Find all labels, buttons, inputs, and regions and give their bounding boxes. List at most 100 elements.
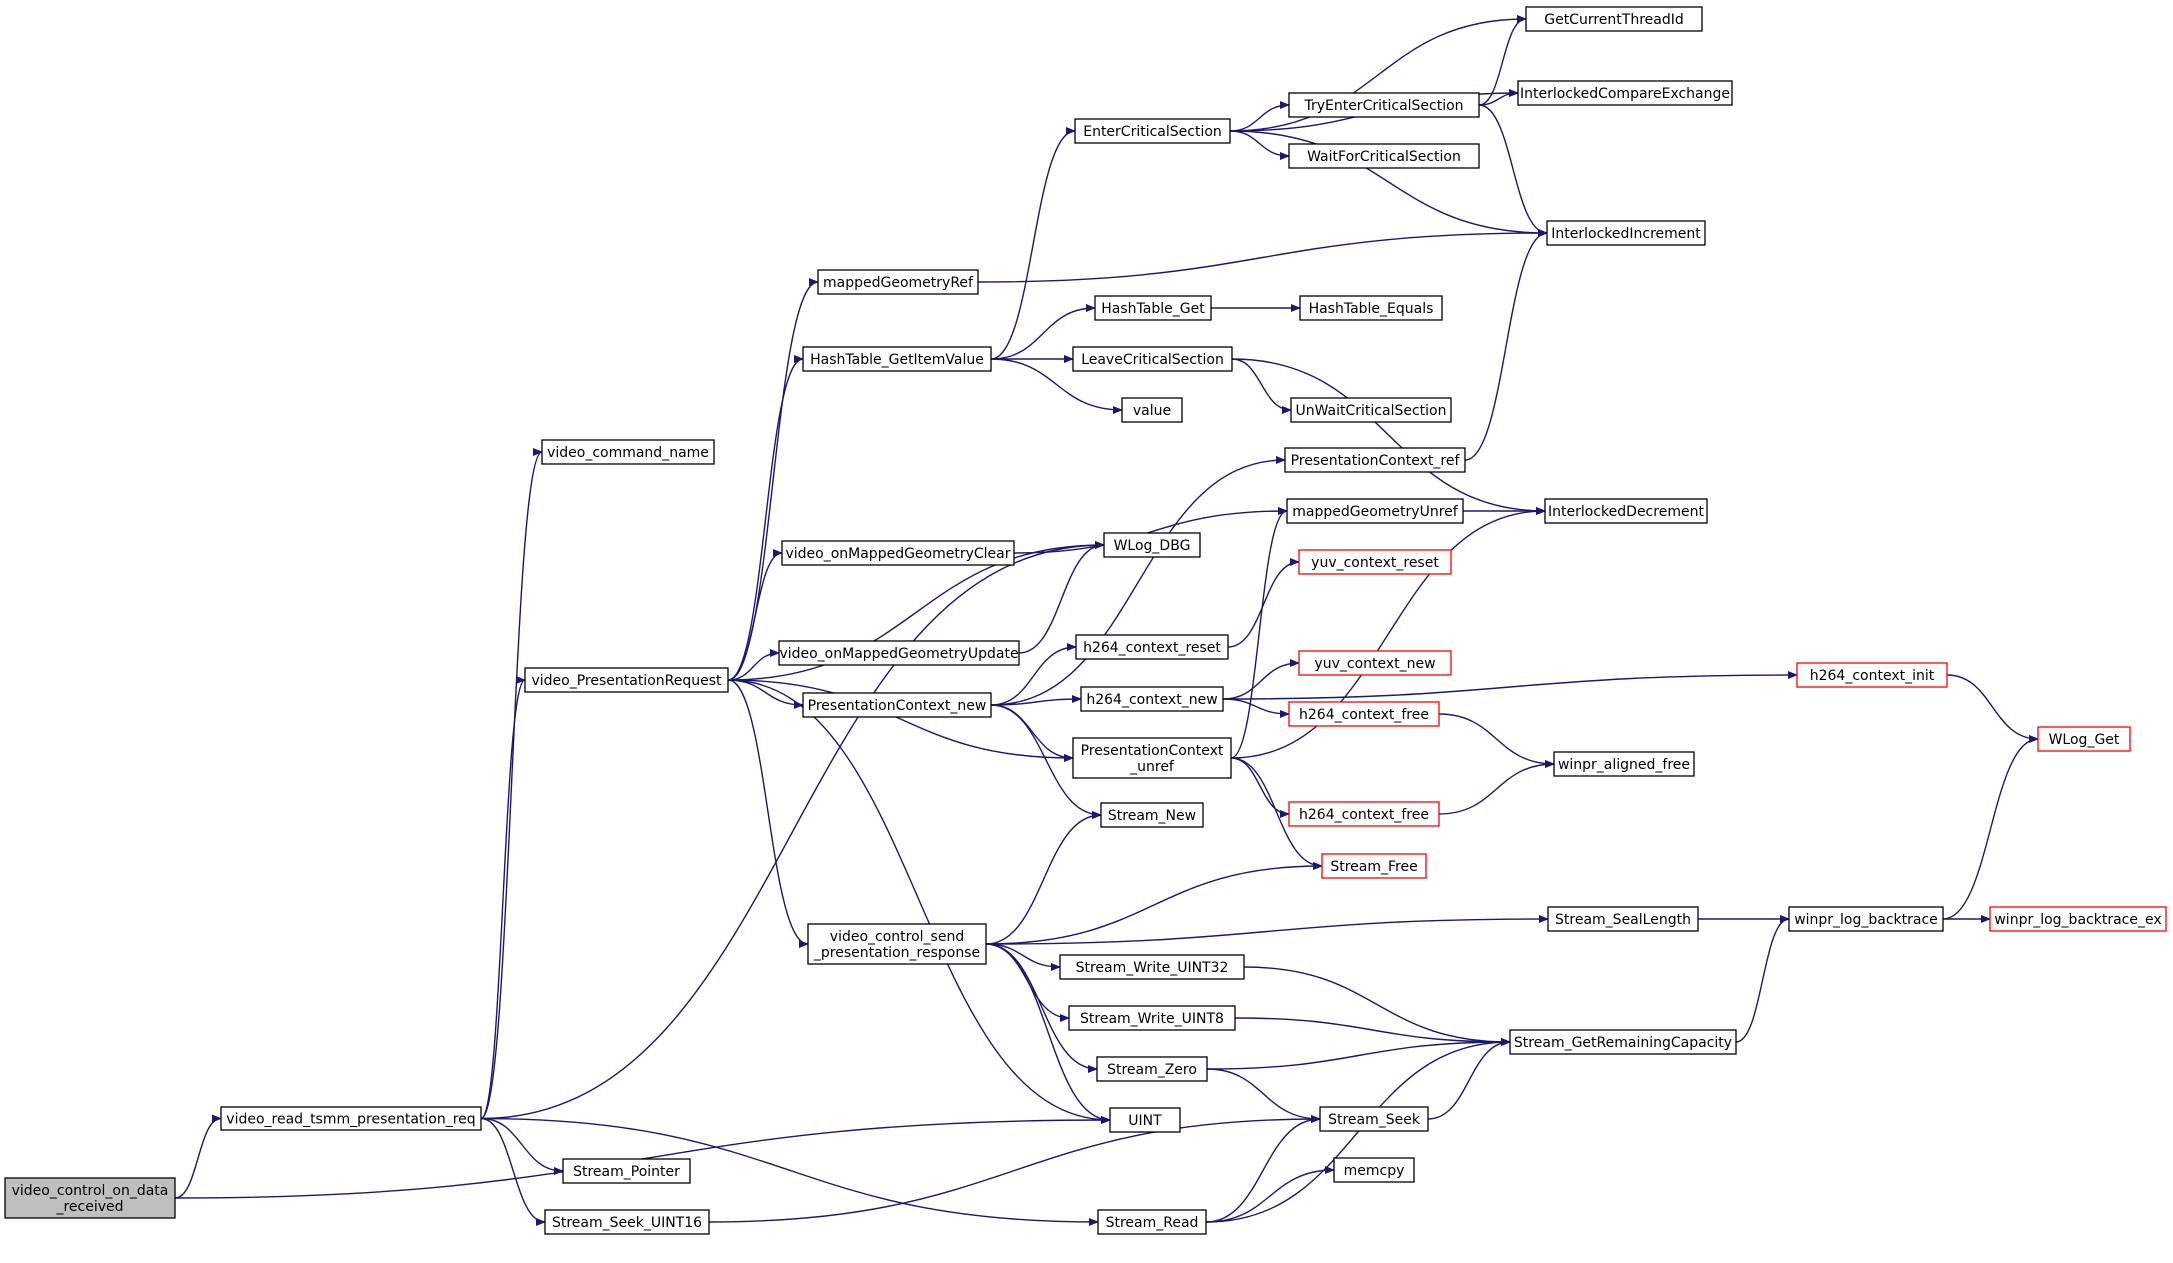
- edge-path: [1438, 760, 1555, 815]
- node-mappedgeometryunref[interactable]: mappedGeometryUnref: [1286, 498, 1464, 524]
- node-tryentercriticalsection[interactable]: TryEnterCriticalSection: [1288, 92, 1480, 118]
- node-memcpy[interactable]: memcpy: [1333, 1157, 1415, 1183]
- edge-path: [1231, 358, 1292, 414]
- node-stream-pointer[interactable]: Stream_Pointer: [562, 1158, 691, 1184]
- node-label: winpr_log_backtrace: [1794, 912, 1938, 928]
- node-stream-free[interactable]: Stream_Free: [1321, 853, 1427, 879]
- node-label: video_PresentationRequest: [531, 673, 722, 689]
- node-stream-seek[interactable]: Stream_Seek: [1319, 1106, 1429, 1132]
- node-label: InterlockedIncrement: [1551, 226, 1701, 242]
- node-stream-read[interactable]: Stream_Read: [1097, 1209, 1207, 1235]
- node-label: video_onMappedGeometryClear: [785, 546, 1010, 562]
- edge-path: [1205, 1115, 1321, 1223]
- node-video-onmappedgeometryupdate[interactable]: video_onMappedGeometryUpdate: [778, 640, 1020, 666]
- node-box: [1547, 906, 1699, 932]
- node-stream-seallength[interactable]: Stream_SealLength: [1547, 906, 1699, 932]
- edge-h264-context-init-to-wlog-get: [1946, 674, 2039, 743]
- node-leavecriticalsection[interactable]: LeaveCriticalSection: [1072, 346, 1233, 372]
- node-label: Stream_Seek_UINT16: [552, 1215, 702, 1231]
- node-h264-context-free-b[interactable]: h264_context_free: [1288, 801, 1440, 827]
- node-stream-getremainingcapacity[interactable]: Stream_GetRemainingCapacity: [1509, 1029, 1737, 1055]
- node-wlog-dbg[interactable]: WLog_DBG: [1103, 532, 1201, 558]
- node-hashtable-get[interactable]: HashTable_Get: [1094, 295, 1212, 321]
- node-h264-context-free-a[interactable]: h264_context_free: [1288, 701, 1440, 727]
- node-winpr-log-backtrace-ex[interactable]: winpr_log_backtrace_ex: [1989, 906, 2167, 932]
- edge-hashtable-getitemvalue-to-entercriticalsection: [990, 127, 1076, 360]
- edge-stream-read-to-memcpy: [1205, 1166, 1335, 1223]
- node-getcurrentthreadid[interactable]: GetCurrentThreadId: [1525, 6, 1703, 32]
- node-box: [1059, 954, 1245, 980]
- node-yuv-context-new[interactable]: yuv_context_new: [1298, 650, 1452, 676]
- node-box: [802, 346, 992, 372]
- edge-path: [990, 304, 1096, 360]
- node-box: [562, 1158, 691, 1184]
- node-winpr-aligned-free[interactable]: winpr_aligned_free: [1553, 751, 1695, 777]
- node-box: [1097, 1209, 1207, 1235]
- node-box: [1121, 397, 1183, 423]
- edge-presentationcontext-unref-to-stream-free: [1230, 757, 1323, 870]
- node-stream-write-uint32[interactable]: Stream_Write_UINT32: [1059, 954, 1245, 980]
- node-label: PresentationContext: [1081, 743, 1224, 759]
- edge-tryentercriticalsection-to-interlockedincrement: [1478, 104, 1548, 237]
- node-yuv-context-reset[interactable]: yuv_context_reset: [1298, 549, 1452, 575]
- node-label: Stream_Write_UINT8: [1080, 1011, 1224, 1027]
- node-presentationcontext-new[interactable]: PresentationContext_new: [802, 692, 992, 718]
- edge-video-control-send-presentation-response-to-stream-write-uint32: [985, 943, 1061, 971]
- node-stream-zero[interactable]: Stream_Zero: [1096, 1056, 1208, 1082]
- node-label: h264_context_free: [1299, 807, 1429, 823]
- node-wlog-get[interactable]: WLog_Get: [2037, 726, 2131, 752]
- node-label: _presentation_response: [813, 945, 980, 961]
- node-label: video_read_tsmm_presentation_req: [226, 1112, 475, 1128]
- node-h264-context-new[interactable]: h264_context_new: [1080, 686, 1224, 712]
- node-box: [802, 692, 992, 718]
- node-stream-new[interactable]: Stream_New: [1100, 802, 1204, 828]
- edge-path: [985, 943, 1061, 971]
- node-presentationcontext-ref[interactable]: PresentationContext_ref: [1284, 447, 1466, 473]
- node-uint[interactable]: UINT: [1109, 1107, 1181, 1133]
- node-box: [1288, 801, 1440, 827]
- node-video-control-on-data-received[interactable]: video_control_on_data_received: [4, 1177, 176, 1219]
- node-video-presentationrequest[interactable]: video_PresentationRequest: [524, 667, 729, 693]
- node-stream-seek-uint16[interactable]: Stream_Seek_UINT16: [544, 1209, 710, 1235]
- edge-video-control-send-presentation-response-to-stream-new: [985, 811, 1102, 945]
- node-h264-context-reset[interactable]: h264_context_reset: [1075, 634, 1229, 660]
- node-interlockeddecrement[interactable]: InterlockedDecrement: [1544, 498, 1708, 524]
- node-label: HashTable_Equals: [1309, 301, 1434, 317]
- node-box: [1096, 1056, 1208, 1082]
- node-box: [781, 540, 1015, 566]
- node-label: Stream_SealLength: [1555, 912, 1691, 928]
- node-video-onmappedgeometryclear[interactable]: video_onMappedGeometryClear: [781, 540, 1015, 566]
- node-hashtable-equals[interactable]: HashTable_Equals: [1299, 295, 1443, 321]
- node-label: h264_context_reset: [1083, 640, 1221, 656]
- node-video-control-send-presentation-response[interactable]: video_control_send_presentation_response: [807, 923, 987, 965]
- node-box: [1290, 397, 1452, 423]
- node-label: PresentationContext_new: [808, 698, 987, 714]
- edge-presentationcontext-unref-to-mappedgeometryunref: [1230, 507, 1288, 759]
- node-h264-context-init[interactable]: h264_context_init: [1796, 662, 1948, 688]
- node-label: Stream_Free: [1330, 859, 1417, 875]
- node-waitforcriticalsection[interactable]: WaitForCriticalSection: [1288, 143, 1480, 169]
- node-box: [1080, 686, 1224, 712]
- node-box: [1319, 1106, 1429, 1132]
- edge-path: [990, 127, 1076, 360]
- node-value[interactable]: value: [1121, 397, 1183, 423]
- node-video-command-name[interactable]: video_command_name: [541, 439, 715, 465]
- node-winpr-log-backtrace[interactable]: winpr_log_backtrace: [1788, 906, 1944, 932]
- edge-presentationcontext-new-to-presentationcontext-ref: [990, 456, 1286, 706]
- node-interlockedincrement[interactable]: InterlockedIncrement: [1546, 220, 1706, 246]
- node-presentationcontext-unref[interactable]: PresentationContext_unref: [1072, 737, 1232, 779]
- node-interlockedcompareexchange[interactable]: InterlockedCompareExchange: [1517, 80, 1733, 106]
- node-entercriticalsection[interactable]: EnterCriticalSection: [1074, 118, 1231, 144]
- edge-video-presentationrequest-to-uint: [727, 679, 1111, 1124]
- node-mappedgeometryref[interactable]: mappedGeometryRef: [817, 269, 979, 295]
- node-hashtable-getitemvalue[interactable]: HashTable_GetItemValue: [802, 346, 992, 372]
- node-stream-write-uint8[interactable]: Stream_Write_UINT8: [1068, 1005, 1236, 1031]
- node-unwaitcriticalsection[interactable]: UnWaitCriticalSection: [1290, 397, 1452, 423]
- node-video-read-tsmm-presentation-req[interactable]: video_read_tsmm_presentation_req: [220, 1106, 482, 1131]
- edge-hashtable-getitemvalue-to-hashtable-get: [990, 304, 1096, 360]
- edge-presentationcontext-unref-to-interlockeddecrement: [1230, 507, 1546, 759]
- edge-hashtable-getitemvalue-to-value: [990, 358, 1123, 414]
- node-label: WLog_DBG: [1114, 538, 1191, 554]
- edge-path: [1946, 674, 2039, 743]
- edge-path: [1735, 915, 1790, 1043]
